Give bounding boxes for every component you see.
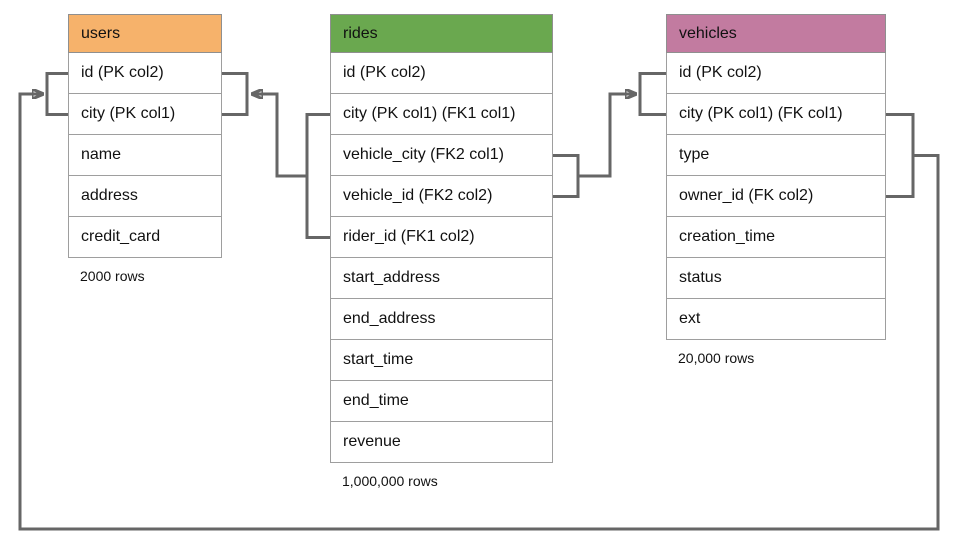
column-row: rider_id (FK1 col2): [330, 217, 553, 258]
rides-right-bracket: [553, 154, 580, 198]
row-count-vehicles: 20,000 rows: [678, 350, 755, 366]
vehicles-left-bracket: [638, 72, 666, 116]
column-row: type: [666, 135, 886, 176]
column-row: status: [666, 258, 886, 299]
column-row: owner_id (FK col2): [666, 176, 886, 217]
table-header-vehicles: vehicles: [666, 14, 886, 53]
column-row: id (PK col2): [330, 53, 553, 94]
vehicles-right-bracket: [886, 113, 915, 198]
fk1-arrow-line: [252, 94, 307, 178]
rides-left-bracket: [305, 113, 330, 239]
column-row: name: [68, 135, 222, 176]
column-row: end_time: [330, 381, 553, 422]
column-row: revenue: [330, 422, 553, 463]
column-row: city (PK col1) (FK1 col1): [330, 94, 553, 135]
fk2-arrow-line: [578, 94, 636, 178]
column-row: start_time: [330, 340, 553, 381]
row-count-users: 2000 rows: [80, 268, 145, 284]
users-right-bracket: [222, 72, 249, 116]
column-row: city (PK col1) (FK col1): [666, 94, 886, 135]
column-row: address: [68, 176, 222, 217]
table-vehicles: vehicles id (PK col2)city (PK col1) (FK …: [666, 14, 886, 366]
table-rides: rides id (PK col2)city (PK col1) (FK1 co…: [330, 14, 553, 489]
row-count-rides: 1,000,000 rows: [342, 473, 438, 489]
column-row: id (PK col2): [666, 53, 886, 94]
table-header-users: users: [68, 14, 222, 53]
table-columns-rides: id (PK col2)city (PK col1) (FK1 col1)veh…: [330, 53, 553, 463]
column-row: creation_time: [666, 217, 886, 258]
column-row: city (PK col1): [68, 94, 222, 135]
column-row: id (PK col2): [68, 53, 222, 94]
column-row: vehicle_id (FK2 col2): [330, 176, 553, 217]
column-row: ext: [666, 299, 886, 340]
column-row: start_address: [330, 258, 553, 299]
column-row: end_address: [330, 299, 553, 340]
column-row: vehicle_city (FK2 col1): [330, 135, 553, 176]
users-left-bracket: [45, 72, 68, 116]
table-header-rides: rides: [330, 14, 553, 53]
table-columns-vehicles: id (PK col2)city (PK col1) (FK col1)type…: [666, 53, 886, 340]
column-row: credit_card: [68, 217, 222, 258]
